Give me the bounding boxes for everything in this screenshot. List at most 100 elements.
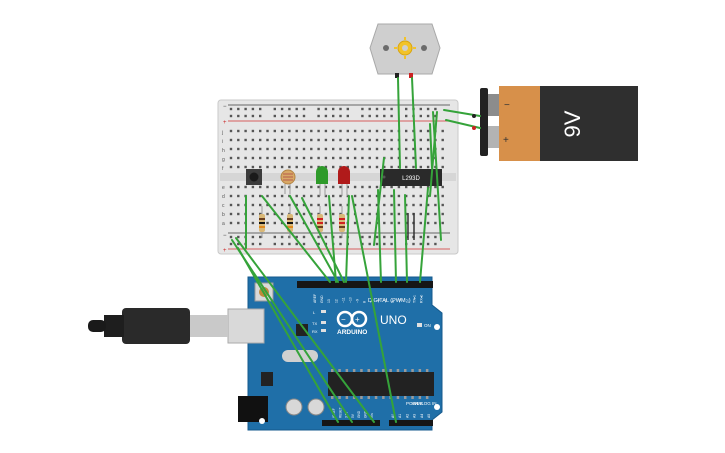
breadboard-hole[interactable] <box>419 212 422 216</box>
breadboard-hole[interactable] <box>229 242 233 246</box>
breadboard-hole[interactable] <box>339 138 342 142</box>
breadboard-hole[interactable] <box>273 242 276 246</box>
breadboard-hole[interactable] <box>251 165 255 169</box>
breadboard-hole[interactable] <box>397 165 401 169</box>
breadboard-hole[interactable] <box>237 235 240 239</box>
breadboard-hole[interactable] <box>229 203 233 207</box>
breadboard-hole[interactable] <box>412 185 415 189</box>
breadboard-hole[interactable] <box>361 242 364 246</box>
arduino-uno-board[interactable]: − + ARDUINO UNO DIGITAL (PWM~) POWER ANA… <box>88 276 443 431</box>
breadboard-hole[interactable] <box>244 185 247 189</box>
breadboard-hole[interactable] <box>317 165 320 169</box>
breadboard-hole[interactable] <box>266 221 269 225</box>
breadboard-hole[interactable] <box>419 185 422 189</box>
breadboard-hole[interactable] <box>324 156 328 160</box>
breadboard-hole[interactable] <box>332 107 335 111</box>
breadboard-hole[interactable] <box>244 165 247 169</box>
breadboard-hole[interactable] <box>412 203 415 207</box>
breadboard-hole[interactable] <box>295 221 298 225</box>
breadboard-hole[interactable] <box>383 235 386 239</box>
breadboard-hole[interactable] <box>419 138 422 142</box>
breadboard-hole[interactable] <box>390 165 393 169</box>
breadboard-hole[interactable] <box>310 129 313 133</box>
breadboard-hole[interactable] <box>302 185 306 189</box>
breadboard-hole[interactable] <box>361 165 364 169</box>
breadboard-hole[interactable] <box>288 156 291 160</box>
breadboard-hole[interactable] <box>368 221 371 225</box>
breadboard-hole[interactable] <box>295 156 298 160</box>
breadboard-hole[interactable] <box>412 194 415 198</box>
breadboard-hole[interactable] <box>390 235 393 239</box>
breadboard-hole[interactable] <box>324 114 328 118</box>
breadboard-hole[interactable] <box>244 147 247 151</box>
breadboard-hole[interactable] <box>251 194 255 198</box>
breadboard-hole[interactable] <box>259 147 262 151</box>
breadboard-hole[interactable] <box>288 114 291 118</box>
breadboard-hole[interactable] <box>237 242 240 246</box>
breadboard-hole[interactable] <box>383 129 386 133</box>
breadboard-hole[interactable] <box>434 203 437 207</box>
breadboard-hole[interactable] <box>259 203 262 207</box>
breadboard-hole[interactable] <box>368 242 371 246</box>
breadboard-hole[interactable] <box>295 212 298 216</box>
breadboard-hole[interactable] <box>368 114 371 118</box>
breadboard-hole[interactable] <box>383 107 386 111</box>
breadboard-hole[interactable] <box>412 242 415 246</box>
breadboard-hole[interactable] <box>426 156 430 160</box>
breadboard-hole[interactable] <box>390 194 393 198</box>
breadboard-hole[interactable] <box>280 165 284 169</box>
breadboard-hole[interactable] <box>353 165 357 169</box>
wire[interactable] <box>404 194 408 283</box>
breadboard-hole[interactable] <box>419 129 422 133</box>
breadboard-hole[interactable] <box>324 185 328 189</box>
breadboard-hole[interactable] <box>259 165 262 169</box>
breadboard-hole[interactable] <box>390 114 393 118</box>
breadboard-hole[interactable] <box>288 203 291 207</box>
breadboard-hole[interactable] <box>302 147 306 151</box>
wire[interactable] <box>411 77 417 169</box>
breadboard-hole[interactable] <box>441 212 444 216</box>
breadboard-hole[interactable] <box>426 107 430 111</box>
breadboard-hole[interactable] <box>273 114 276 118</box>
breadboard-hole[interactable] <box>280 156 284 160</box>
breadboard-hole[interactable] <box>288 107 291 111</box>
breadboard-hole[interactable] <box>280 203 284 207</box>
breadboard-hole[interactable] <box>390 107 393 111</box>
breadboard-hole[interactable] <box>302 114 306 118</box>
breadboard-hole[interactable] <box>332 221 335 225</box>
breadboard-hole[interactable] <box>368 194 371 198</box>
breadboard-hole[interactable] <box>317 185 320 189</box>
breadboard-hole[interactable] <box>229 107 233 111</box>
breadboard-hole[interactable] <box>302 129 306 133</box>
dc-motor[interactable] <box>369 23 441 78</box>
breadboard-hole[interactable] <box>302 165 306 169</box>
breadboard-hole[interactable] <box>310 203 313 207</box>
breadboard-hole[interactable] <box>295 235 298 239</box>
breadboard-hole[interactable] <box>259 114 262 118</box>
breadboard-hole[interactable] <box>383 138 386 142</box>
breadboard-hole[interactable] <box>368 147 371 151</box>
breadboard-hole[interactable] <box>441 194 444 198</box>
breadboard-hole[interactable] <box>266 185 269 189</box>
breadboard-hole[interactable] <box>310 221 313 225</box>
breadboard-hole[interactable] <box>273 235 276 239</box>
breadboard-hole[interactable] <box>346 107 349 111</box>
breadboard-hole[interactable] <box>353 185 357 189</box>
breadboard-hole[interactable] <box>339 203 342 207</box>
breadboard-hole[interactable] <box>412 138 415 142</box>
breadboard-hole[interactable] <box>419 165 422 169</box>
breadboard-hole[interactable] <box>390 212 393 216</box>
breadboard-hole[interactable] <box>368 185 371 189</box>
breadboard-hole[interactable] <box>339 235 342 239</box>
breadboard-hole[interactable] <box>251 114 255 118</box>
breadboard-hole[interactable] <box>441 203 444 207</box>
breadboard-hole[interactable] <box>361 212 364 216</box>
breadboard-hole[interactable] <box>251 235 255 239</box>
breadboard-hole[interactable] <box>273 212 276 216</box>
wire[interactable] <box>235 237 375 423</box>
breadboard-hole[interactable] <box>419 203 422 207</box>
breadboard-hole[interactable] <box>251 203 255 207</box>
analog-header[interactable] <box>389 420 433 426</box>
breadboard-hole[interactable] <box>295 147 298 151</box>
breadboard-hole[interactable] <box>229 235 233 239</box>
